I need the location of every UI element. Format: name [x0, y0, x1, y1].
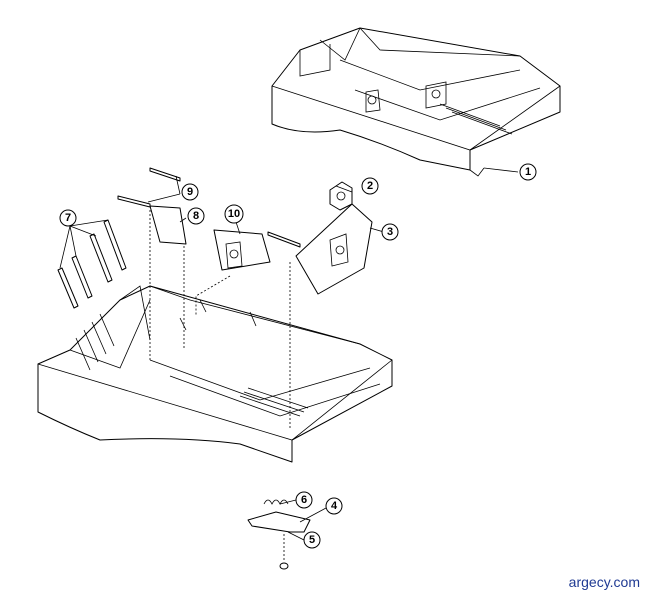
latch-part — [329, 181, 353, 211]
leader-lines — [59, 167, 519, 541]
side-guide-part — [267, 203, 373, 295]
callout-5-label: 5 — [309, 534, 315, 546]
watermark-text: argecy.com — [568, 574, 640, 590]
callout-2-label: 2 — [367, 180, 373, 192]
callout-4: 4 — [325, 497, 343, 515]
callout-8: 8 — [187, 207, 205, 225]
callout-3-label: 3 — [387, 226, 393, 238]
callout-5: 5 — [303, 531, 321, 549]
callout-2: 2 — [361, 177, 379, 195]
callout-6: 6 — [295, 491, 313, 509]
bracket-part — [213, 229, 271, 271]
rods-part — [117, 167, 181, 208]
callout-9-label: 9 — [187, 186, 193, 198]
assembly-lines — [149, 210, 291, 562]
callout-6-label: 6 — [301, 494, 307, 506]
callout-10-label: 10 — [228, 208, 240, 220]
lever-part — [247, 511, 311, 533]
spring-part — [263, 499, 289, 505]
callout-7: 7 — [59, 209, 77, 227]
callout-1: 1 — [519, 163, 537, 181]
assembled-tray — [271, 27, 561, 177]
guide-rails-part — [57, 219, 127, 309]
screw-part — [279, 562, 289, 570]
callout-4-label: 4 — [331, 500, 338, 512]
plate-part — [149, 205, 187, 245]
callout-7-label: 7 — [65, 212, 71, 224]
callout-3: 3 — [381, 223, 399, 241]
callout-1-label: 1 — [525, 166, 531, 178]
callout-8-label: 8 — [193, 210, 199, 222]
callout-9: 9 — [181, 183, 199, 201]
callout-10: 10 — [224, 204, 244, 224]
exploded-tray — [37, 285, 393, 463]
